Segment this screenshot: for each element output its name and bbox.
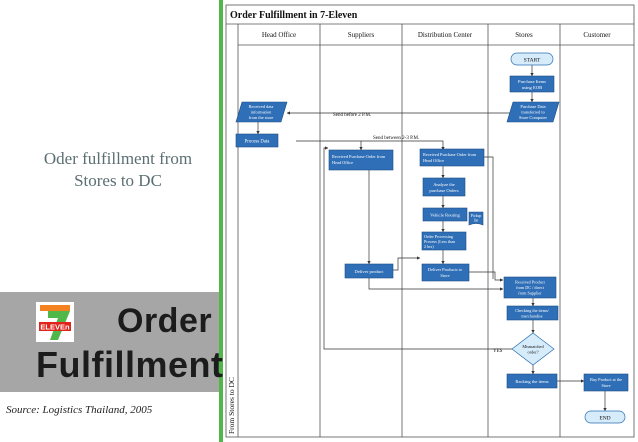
node-racking xyxy=(506,373,558,389)
node-checking xyxy=(506,305,559,321)
node-purchase-items xyxy=(509,75,555,93)
edge-label-send-between: Send between 2-3 P.M. xyxy=(373,136,419,141)
node-order-processing-l3: 2 hrs) xyxy=(424,244,434,249)
lane-head-office: Head Office xyxy=(262,31,296,39)
node-analyze xyxy=(422,177,466,197)
lane-customer: Customer xyxy=(583,31,611,39)
node-deliver-product-supplier xyxy=(344,263,394,279)
node-deliver-product-supplier-label: Deliver product xyxy=(355,269,385,274)
node-pickup-list xyxy=(468,211,484,226)
node-received-data-l1: Received data xyxy=(249,104,274,109)
node-racking-label: Racking the items xyxy=(515,379,548,384)
node-checking-l2: merchandise xyxy=(521,314,542,319)
node-order-processing-l1: Order Processing xyxy=(424,234,454,239)
node-received-product-l3: from Supplier xyxy=(518,291,542,296)
node-deliver-product-store-l1: Deliver Products to xyxy=(428,267,463,272)
node-received-data-l3: from the store xyxy=(249,115,274,120)
node-purchase-data-l1: Purchase Data xyxy=(520,104,545,109)
node-process-data xyxy=(235,133,279,148)
logo-text: ELEVEn xyxy=(40,323,70,332)
node-purchase-data-l3: Store Computer xyxy=(519,115,547,120)
node-order-processing xyxy=(421,231,467,251)
subtitle-line-1: Oder fulfillment from xyxy=(43,149,193,168)
node-received-po-supplier-l1: Received Purchase Order from xyxy=(332,154,386,159)
lane-distribution-center: Distribution Center xyxy=(418,31,473,39)
node-process-data-label: Process Data xyxy=(245,140,271,145)
node-analyze-l2: purchase Orders xyxy=(429,188,459,193)
node-routing-label: Vehicle Routing xyxy=(430,213,460,218)
diagram-title: Order Fulfillment in 7-Eleven xyxy=(230,10,358,21)
node-purchase-data-l2: transferred to xyxy=(521,110,545,115)
node-received-product-l1: Received Product xyxy=(515,280,545,285)
node-pickup-l2: list xyxy=(474,219,480,223)
node-end-label: END xyxy=(599,416,610,422)
node-routing xyxy=(422,207,468,222)
node-received-po-dc xyxy=(419,148,485,167)
node-purchase-items-l2: using EOB xyxy=(522,85,542,90)
node-received-po-supplier xyxy=(328,149,394,171)
diagram-frame xyxy=(225,4,635,438)
node-mismatched-decision xyxy=(511,332,555,366)
subtitle-line-2: Stores to DC xyxy=(74,171,162,190)
node-buy-product-l2: Store xyxy=(601,383,610,388)
node-received-po-supplier-l2: Head Office xyxy=(332,160,353,165)
node-start-label: START xyxy=(524,58,541,64)
node-received-po-dc-l2: Head Office xyxy=(423,158,444,163)
node-mismatched-l1: Mismatched xyxy=(522,344,544,349)
lane-suppliers: Suppliers xyxy=(348,31,375,39)
node-received-data xyxy=(235,101,288,123)
node-received-po-dc-l1: Received Purchase Order from xyxy=(423,152,477,157)
diagram-side-label: From Stores to DC xyxy=(227,377,236,434)
edge-label-yes: YES xyxy=(493,349,503,354)
node-pickup-l1: Pickup xyxy=(471,214,482,218)
edge-label-send-before: Send before 2 P.M. xyxy=(333,113,371,118)
title-word-order: Order xyxy=(117,302,213,340)
node-received-product-l2: from DC / direct xyxy=(516,285,545,290)
title-word-fulfillment: Fulfillment xyxy=(36,344,224,385)
lane-stores: Stores xyxy=(515,31,533,39)
node-deliver-product-store-l2: Store xyxy=(440,273,449,278)
seven-eleven-logo: ELEVEn xyxy=(36,302,74,342)
node-end xyxy=(584,410,626,424)
node-buy-product xyxy=(583,373,629,392)
accent-strip xyxy=(219,0,223,442)
node-order-processing-l2: Process (Less than xyxy=(424,239,456,244)
node-analyze-l1: Analyze the xyxy=(433,182,455,187)
node-received-product xyxy=(503,276,557,299)
swimlane-diagram: Order Fulfillment in 7-Eleven From Store… xyxy=(223,0,638,442)
node-purchase-data xyxy=(506,101,560,123)
node-received-data-l2: information xyxy=(251,110,273,115)
node-deliver-product-store xyxy=(421,263,470,282)
node-start xyxy=(510,52,554,66)
node-mismatched-l2: order? xyxy=(528,350,539,355)
node-buy-product-l1: Buy Product at the xyxy=(590,377,622,382)
node-purchase-items-l1: Purchase Items xyxy=(518,79,546,84)
source-caption: Source: Logistics Thailand, 2005 xyxy=(6,404,153,416)
slide-subtitle: Oder fulfillment from Stores to DC xyxy=(20,148,216,192)
node-checking-l1: Checking the items/ xyxy=(515,308,549,313)
